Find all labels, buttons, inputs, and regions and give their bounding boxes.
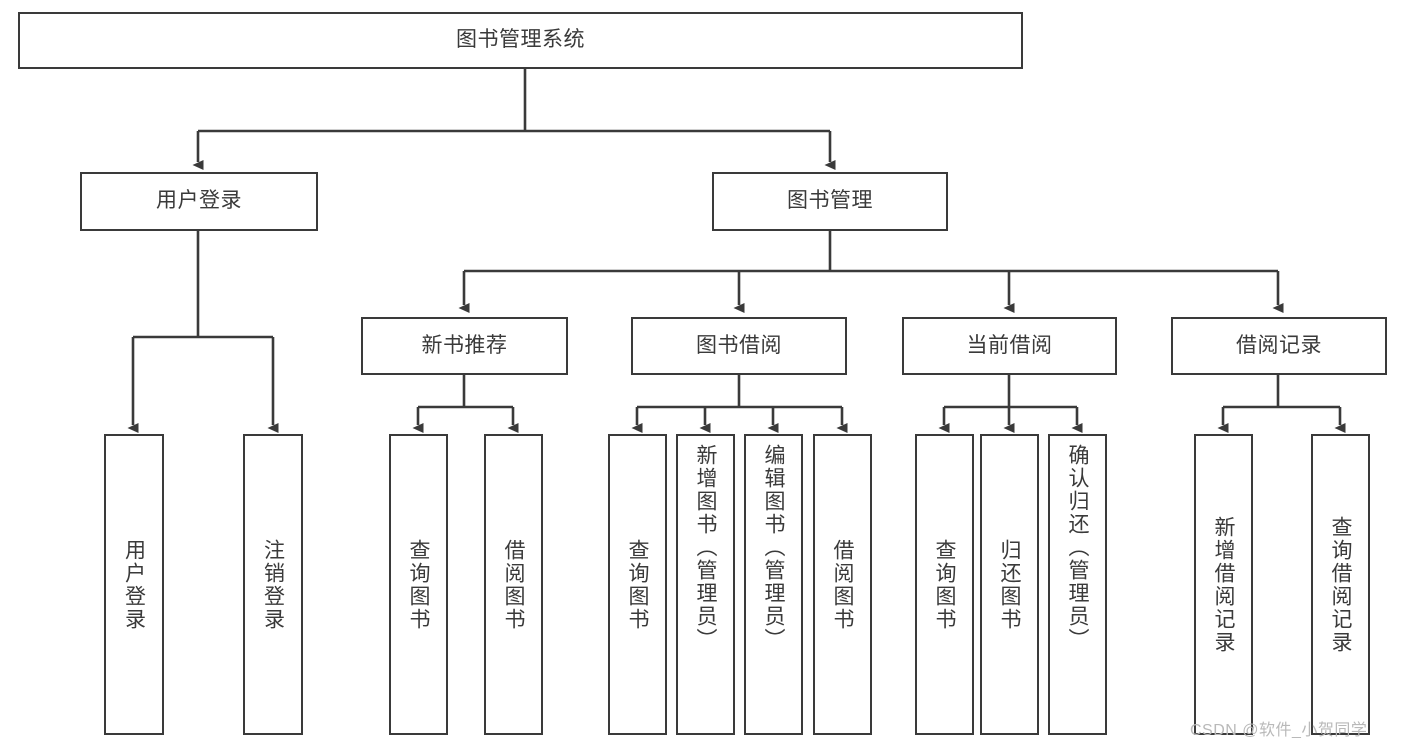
node-leaf-logout-login[interactable]: 注销登录 — [243, 434, 303, 735]
node-book-borrow[interactable]: 图书借阅 — [631, 317, 847, 375]
node-leaf-add-book[interactable]: 新增图书（管理员） — [676, 434, 735, 735]
node-leaf-borrow-book-2[interactable]: 借阅图书 — [813, 434, 872, 735]
node-leaf-borrow-book-1[interactable]: 借阅图书 — [484, 434, 543, 735]
node-leaf-edit-book-label: 编辑图书（管理员） — [762, 444, 785, 651]
node-new-book-recommend[interactable]: 新书推荐 — [361, 317, 568, 375]
node-leaf-confirm-return-label: 确认归还（管理员） — [1066, 444, 1089, 651]
node-leaf-query-book-1-label: 查询图书 — [407, 538, 430, 631]
node-root-label: 图书管理系统 — [456, 28, 585, 52]
node-leaf-borrow-book-2-label: 借阅图书 — [831, 538, 854, 631]
node-leaf-return-book-label: 归还图书 — [998, 538, 1021, 631]
watermark: CSDN @软件_小贺同学 — [1190, 722, 1368, 739]
node-user-login[interactable]: 用户登录 — [80, 172, 318, 231]
node-leaf-borrow-book-1-label: 借阅图书 — [502, 538, 525, 631]
node-leaf-query-record[interactable]: 查询借阅记录 — [1311, 434, 1370, 735]
node-leaf-user-login[interactable]: 用户登录 — [104, 434, 164, 735]
node-leaf-query-book-2-label: 查询图书 — [626, 538, 649, 631]
node-root[interactable]: 图书管理系统 — [18, 12, 1023, 69]
node-leaf-query-book-3-label: 查询图书 — [933, 538, 956, 631]
node-leaf-add-book-label: 新增图书（管理员） — [694, 444, 717, 651]
node-leaf-query-book-3[interactable]: 查询图书 — [915, 434, 974, 735]
node-current-borrow[interactable]: 当前借阅 — [902, 317, 1117, 375]
node-leaf-query-record-label: 查询借阅记录 — [1329, 515, 1352, 654]
node-leaf-confirm-return[interactable]: 确认归还（管理员） — [1048, 434, 1107, 735]
node-borrow-record-label: 借阅记录 — [1236, 333, 1322, 357]
node-book-manage-label: 图书管理 — [787, 189, 873, 213]
node-leaf-logout-login-label: 注销登录 — [261, 538, 285, 631]
node-book-manage[interactable]: 图书管理 — [712, 172, 948, 231]
node-book-borrow-label: 图书借阅 — [696, 333, 782, 357]
node-borrow-record[interactable]: 借阅记录 — [1171, 317, 1387, 375]
node-leaf-user-login-label: 用户登录 — [122, 538, 146, 631]
node-leaf-query-book-1[interactable]: 查询图书 — [389, 434, 448, 735]
node-new-book-recommend-label: 新书推荐 — [421, 333, 508, 357]
node-leaf-add-record-label: 新增借阅记录 — [1212, 515, 1235, 654]
node-leaf-return-book[interactable]: 归还图书 — [980, 434, 1039, 735]
node-user-login-label: 用户登录 — [156, 189, 242, 213]
node-leaf-query-book-2[interactable]: 查询图书 — [608, 434, 667, 735]
node-leaf-edit-book[interactable]: 编辑图书（管理员） — [744, 434, 803, 735]
node-current-borrow-label: 当前借阅 — [966, 333, 1053, 357]
node-leaf-add-record[interactable]: 新增借阅记录 — [1194, 434, 1253, 735]
